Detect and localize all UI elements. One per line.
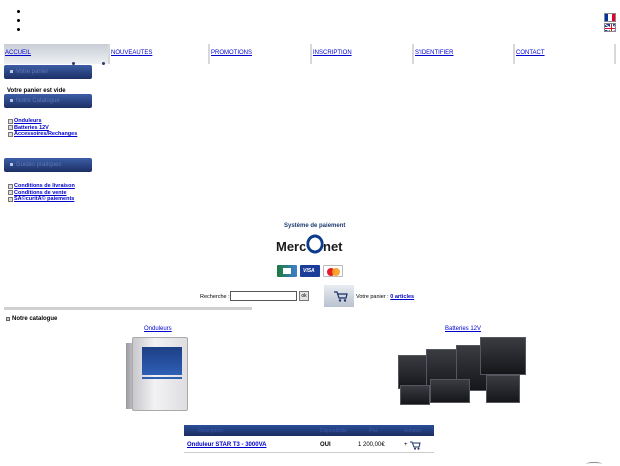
sidebar-guide-list: Conditions de livraison Conditions de ve… [8,183,75,203]
sidebar-cart-header: Votre panier [4,65,92,79]
nav-item-accueil[interactable]: ACCUEIL [4,44,108,64]
payment-system-title: Système de paiement [284,223,346,229]
add-to-cart-icon[interactable] [410,441,421,450]
bullet-icon [8,131,13,137]
product-table-header: Description Disponibilite Prix Acheter [184,425,434,436]
bullet-icon [8,118,13,124]
cart-summary: Votre panier : 0 articles [356,294,414,300]
bullet-icon [8,183,13,189]
bullet-icon [8,196,13,202]
mercanet-logo: Merc net [276,232,346,258]
cart-icon [334,291,348,302]
ups-product-image[interactable] [126,337,188,411]
search-ok-button[interactable]: ok [299,291,309,301]
main-nav: ACCUEIL NOUVEAUTES PROMOTIONS INSCRIPTIO… [4,44,616,64]
bullet-icon [6,317,10,321]
scroll-corner [586,462,602,466]
sidebar-item-vente[interactable]: Conditions de vente [14,189,67,196]
nav-item-nouveautes[interactable]: NOUVEAUTES [108,44,208,64]
nav-link-nouveautes[interactable]: NOUVEAUTES [111,50,153,56]
list-item: Conditions de vente [8,190,75,197]
nav-link-identifier[interactable]: S'IDENTIFIER [415,50,454,56]
cart-empty-text: Votre panier est vide [7,88,66,94]
nav-item-identifier[interactable]: S'IDENTIFIER [412,44,513,64]
visa-card-icon: VISA [300,265,320,277]
bullet [17,28,20,31]
cb-card-icon [277,265,297,277]
nav-divider [614,44,616,64]
search-input[interactable] [230,291,297,301]
sidebar-catalog-header: Notre Catalogue [4,94,92,108]
list-item: Onduleurs [8,118,77,125]
col-availability: Disponibilite [320,427,347,434]
bullet-icon [8,190,13,196]
category-link-batteries[interactable]: Batteries 12V [445,326,482,332]
batteries-product-image[interactable] [396,335,530,405]
nav-decoration [72,62,108,65]
logo-at-icon [305,233,325,255]
bullet [17,19,20,22]
nav-item-promotions[interactable]: PROMOTIONS [208,44,310,64]
col-description: Description [198,427,224,434]
category-link-onduleurs[interactable]: Onduleurs [144,326,172,332]
sidebar-item-livraison[interactable]: Conditions de livraison [14,183,75,189]
nav-link-contact[interactable]: CONTACT [516,50,545,56]
col-price: Prix [369,427,378,434]
col-buy: Acheter [404,427,422,434]
list-item: Accessoires/Rechanges [8,131,77,138]
sidebar-catalog-title: Notre Catalogue [16,98,60,104]
catalog-title: Notre catalogue [12,316,58,322]
uk-flag-icon[interactable] [604,23,616,32]
product-link[interactable]: Onduleur STAR T3 - 3000VA [187,442,267,448]
divider [4,307,252,310]
product-availability: OUI [320,442,331,448]
search-label: Recherche : [200,294,230,300]
cart-summary-label: Votre panier : [356,294,389,300]
qty-plus-button[interactable]: + [404,442,408,448]
nav-link-accueil[interactable]: ACCUEIL [5,50,32,56]
nav-item-inscription[interactable]: INSCRIPTION [310,44,412,64]
nav-link-promotions[interactable]: PROMOTIONS [211,50,253,56]
sidebar-cart-title: Votre panier [16,69,49,75]
divider [184,452,434,453]
top-bullet-list [10,10,20,37]
sidebar-item-paiements[interactable]: SÃ©curitÃ© paiements [14,196,75,202]
sidebar-item-onduleurs[interactable]: Onduleurs [14,118,42,124]
logo-text-right: net [323,239,343,254]
list-item: Conditions de livraison [8,183,75,190]
nav-link-inscription[interactable]: INSCRIPTION [313,50,352,56]
sidebar-item-accessoires[interactable]: Accessoires/Rechanges [14,131,78,137]
sidebar-guide-header: Guides pratiques [4,158,92,172]
fr-flag-icon[interactable] [604,13,616,22]
nav-item-contact[interactable]: CONTACT [513,44,614,64]
table-row: Onduleur STAR T3 - 3000VA OUI 1 200,00€ … [184,440,434,452]
bullet-icon [8,125,13,131]
sidebar-item-batteries[interactable]: Batteries 12V [14,124,49,131]
list-item: SÃ©curitÃ© paiements [8,196,75,203]
product-price: 1 200,00€ [358,442,385,448]
sidebar-catalog-list: Onduleurs Batteries 12V Accessoires/Rech… [8,118,77,138]
list-item: Batteries 12V [8,125,77,132]
logo-text-left: Merc [276,239,307,254]
sidebar-guide-title: Guides pratiques [16,162,62,168]
mastercard-icon [323,265,343,277]
catalog-section: Notre catalogue [6,316,57,322]
bullet [17,10,20,13]
cart-icon-box[interactable] [324,285,354,307]
cart-count-link[interactable]: 0 articles [390,294,415,300]
